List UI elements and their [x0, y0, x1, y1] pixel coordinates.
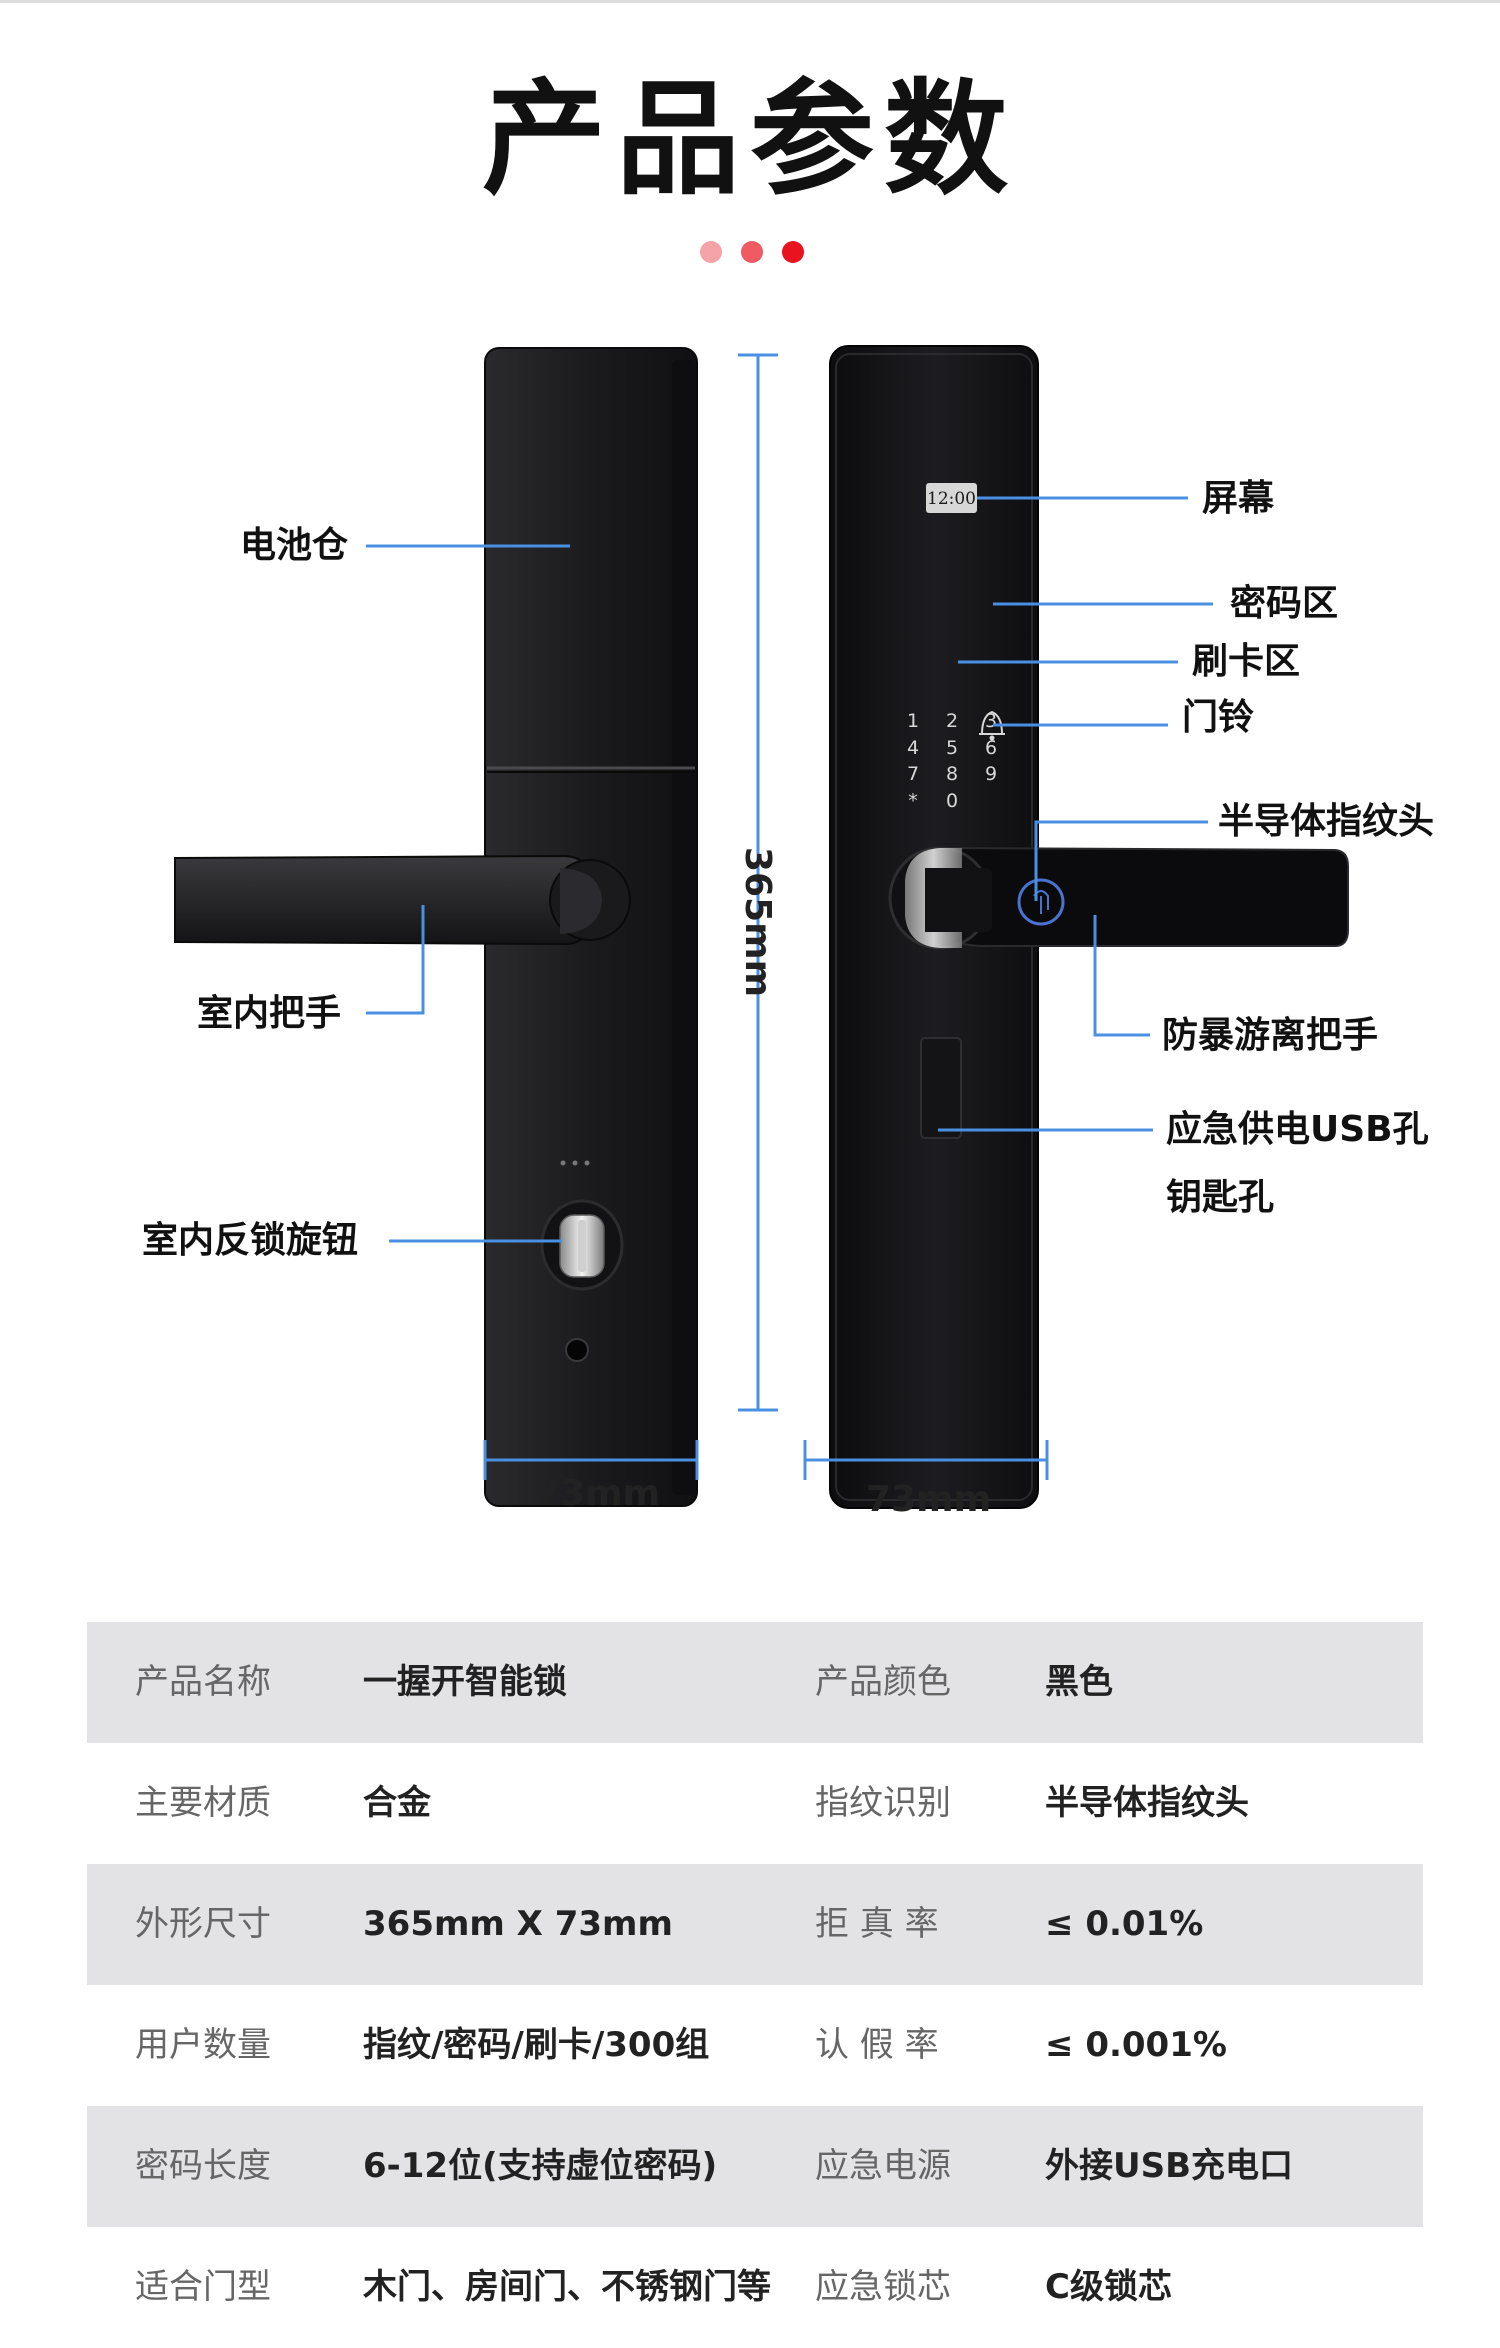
spec-value: 木门、房间门、不锈钢门等 — [363, 2267, 771, 2307]
spec-key: 应急电源 — [815, 2146, 951, 2186]
keypad-key: 4 — [907, 737, 919, 759]
table-row: 产品名称 一握开智能锁 产品颜色 黑色 — [87, 1622, 1423, 1743]
spec-value: ≤ 0.01% — [1045, 1904, 1204, 1944]
label-password-area: 密码区 — [1230, 583, 1339, 624]
keypad-key: 8 — [946, 763, 958, 785]
spec-value: 365mm X 73mm — [363, 1904, 673, 1944]
spec-key: 用户数量 — [135, 2025, 271, 2065]
keypad-key: 0 — [946, 790, 958, 812]
spec-key: 产品颜色 — [815, 1662, 951, 1702]
spec-key: 指纹识别 — [815, 1783, 951, 1823]
keypad-key: 9 — [985, 763, 997, 785]
accent-dot — [700, 241, 722, 263]
label-keyhole: 钥匙孔 — [1166, 1177, 1275, 1218]
table-row: 适合门型 木门、房间门、不锈钢门等 应急锁芯 C级锁芯 — [87, 2227, 1423, 2348]
spec-value: 半导体指纹头 — [1045, 1783, 1249, 1823]
spec-value: ≤ 0.001% — [1045, 2025, 1227, 2065]
dimension-lines — [483, 353, 1049, 1480]
top-divider — [0, 0, 1500, 3]
spec-table: 产品名称 一握开智能锁 产品颜色 黑色主要材质 合金 指纹识别 半导体指纹头外形尺寸 365m… — [87, 1622, 1423, 2348]
label-screen: 屏幕 — [1202, 478, 1275, 519]
spec-value: 外接USB充电口 — [1045, 2146, 1294, 2186]
spec-key: 认 假 率 — [815, 2025, 939, 2065]
label-indoor-handle: 室内把手 — [197, 993, 342, 1034]
accent-dot — [782, 241, 804, 263]
page-title: 产品参数 — [481, 68, 1018, 212]
accent-dots — [700, 241, 820, 265]
label-doorbell: 门铃 — [1182, 697, 1255, 738]
label-card-area: 刷卡区 — [1192, 641, 1301, 682]
spec-value: 6-12位(支持虚位密码) — [363, 2146, 718, 2186]
label-indoor-knob: 室内反锁旋钮 — [142, 1220, 359, 1261]
spec-key: 适合门型 — [135, 2267, 271, 2307]
keypad-key: 1 — [907, 710, 919, 732]
spec-key: 应急锁芯 — [815, 2267, 951, 2307]
spec-value: 指纹/密码/刷卡/300组 — [363, 2025, 710, 2065]
width-dimension-label-left: 73mm — [535, 1473, 661, 1514]
spec-key: 产品名称 — [135, 1662, 271, 1702]
label-battery: 电池仓 — [240, 525, 349, 566]
table-row: 用户数量 指纹/密码/刷卡/300组 认 假 率 ≤ 0.001% — [87, 1985, 1423, 2106]
spec-value: 合金 — [363, 1783, 431, 1823]
width-dimension-label-right: 73mm — [866, 1479, 992, 1520]
keypad-key: 7 — [907, 763, 919, 785]
leader-lines — [366, 496, 1213, 1243]
table-row: 主要材质 合金 指纹识别 半导体指纹头 — [87, 1743, 1423, 1864]
spec-value: 一握开智能锁 — [363, 1662, 567, 1702]
height-dimension-label: 365mm — [737, 847, 778, 998]
label-fingerprint: 半导体指纹头 — [1218, 801, 1435, 842]
bell-icon — [979, 710, 1005, 741]
screen-time: 12:00 — [927, 489, 976, 509]
keypad-key: 6 — [985, 737, 997, 759]
spec-key: 主要材质 — [135, 1783, 271, 1823]
spec-value: 黑色 — [1045, 1662, 1113, 1702]
keypad-key: 2 — [946, 710, 958, 732]
keypad-key: 5 — [946, 737, 958, 759]
indoor-lock-panel — [174, 347, 698, 1507]
table-row: 密码长度 6-12位(支持虚位密码) 应急电源 外接USB充电口 — [87, 2106, 1423, 2227]
table-row: 外形尺寸 365mm X 73mm 拒 真 率 ≤ 0.01% — [87, 1864, 1423, 1985]
spec-key: 密码长度 — [135, 2146, 271, 2186]
keypad-key: * — [908, 790, 918, 812]
label-usb-port: 应急供电USB孔 — [1166, 1109, 1429, 1150]
spec-value: C级锁芯 — [1045, 2267, 1172, 2307]
spec-key: 外形尺寸 — [135, 1904, 271, 1944]
label-anti-violence-handle: 防暴游离把手 — [1162, 1015, 1379, 1056]
accent-dot — [741, 241, 763, 263]
spec-key: 拒 真 率 — [815, 1904, 939, 1944]
